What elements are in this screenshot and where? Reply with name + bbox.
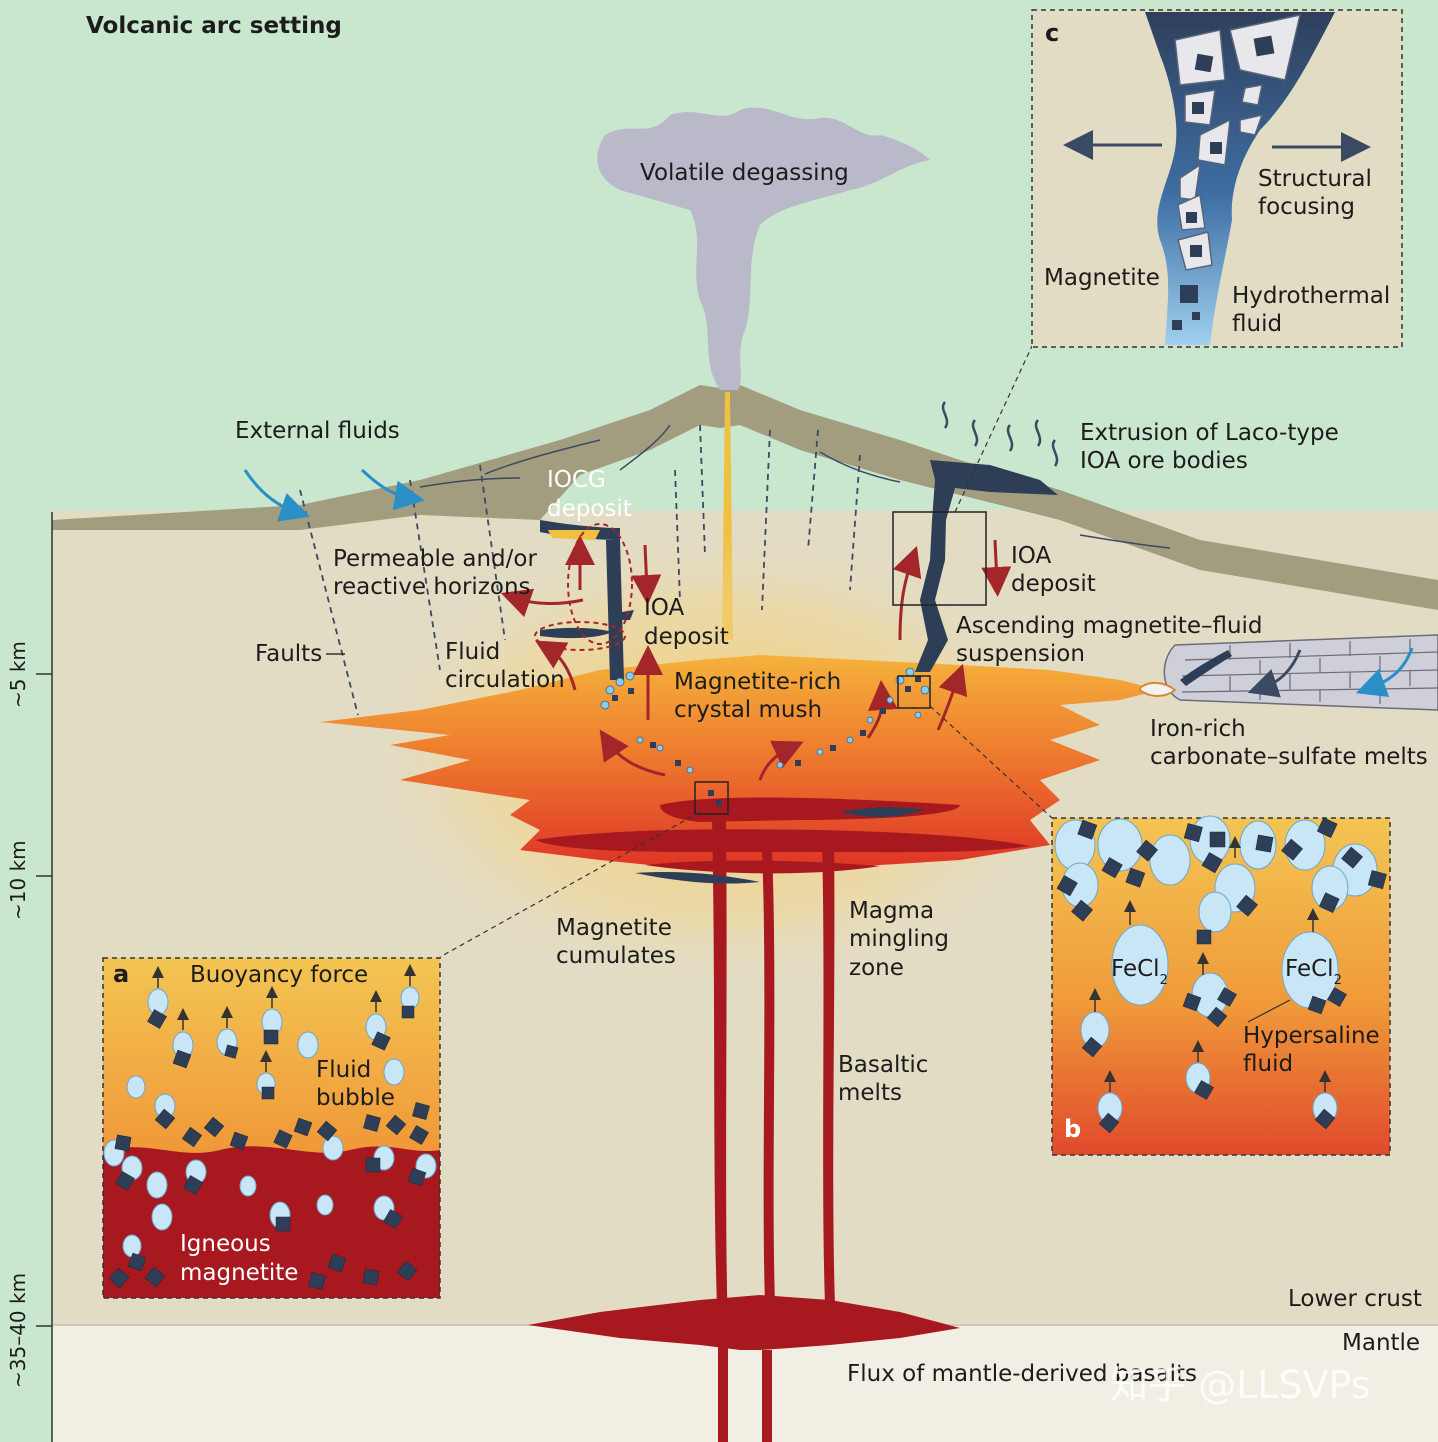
callout-c-marker	[892, 511, 987, 606]
depth-axis	[36, 512, 53, 1442]
faults	[299, 424, 861, 716]
extrusion-label-2: IOA ore bodies	[1080, 448, 1248, 474]
ioa-deposit-right-label-2: deposit	[1011, 571, 1096, 597]
crystal-mush-label-1: Magnetite-rich	[674, 669, 841, 695]
depth-35km-label: ~35–40 km	[6, 1273, 30, 1388]
igneous-magnetite-label-2: magnetite	[180, 1260, 298, 1286]
iron-rich-label-2: carbonate–sulfate melts	[1150, 744, 1428, 770]
ioa-dike-right	[915, 460, 1058, 672]
hydrothermal-fluid-label-2: fluid	[1232, 311, 1282, 337]
fluid-bubble-label-1: Fluid	[316, 1057, 371, 1083]
panel-c	[1031, 9, 1403, 348]
hydrothermal-fluid-label-1: Hydrothermal	[1232, 283, 1390, 309]
iocg-deposit-label: deposit	[547, 496, 632, 522]
magnetite-cumulate-2	[635, 872, 760, 884]
magnetite-cumulate-1	[840, 807, 925, 818]
fluid-bubble-label-2: bubble	[316, 1085, 395, 1111]
fecl2-label-right: FeCl2	[1285, 956, 1342, 988]
mingling-label-3: zone	[849, 955, 904, 981]
ascending-suspension-label-2: suspension	[956, 641, 1085, 667]
ioa-deposit-left-label-2: deposit	[644, 624, 729, 650]
ioa-dike-left	[606, 540, 624, 680]
flow-arrows	[500, 535, 1012, 781]
panel-b-letter: b	[1064, 1115, 1081, 1143]
panel-a	[102, 957, 441, 1299]
watermark: 知乎 @LLSVPs	[1110, 1363, 1371, 1407]
structural-focusing-label-2: focusing	[1258, 194, 1355, 220]
permeable-horizons-label-1: Permeable and/or	[333, 546, 537, 572]
permeable-horizons-label-2: reactive horizons	[333, 574, 531, 600]
depth-10km-label: ~10 km	[6, 840, 30, 920]
callout-a-marker	[694, 781, 729, 815]
magnetite-cumulates-label-2: cumulates	[556, 943, 676, 969]
mingling-label-1: Magma	[849, 898, 934, 924]
mingling-label-2: mingling	[849, 926, 949, 952]
magnetite-label: Magnetite	[1044, 265, 1160, 291]
panel-c-letter: c	[1045, 19, 1059, 47]
basaltic-melts-label-2: melts	[838, 1080, 902, 1106]
basaltic-dike-middle	[762, 850, 776, 1330]
structural-focusing-label-1: Structural	[1258, 166, 1372, 192]
ioa-deposit-right-label-1: IOA	[1011, 543, 1051, 569]
external-fluids-label: External fluids	[235, 418, 400, 444]
faults-label: Faults	[255, 641, 322, 667]
crystal-mush	[320, 655, 1160, 870]
extrusion-label-1: Extrusion of Laco-type	[1080, 420, 1339, 446]
mantle-magma-pool	[528, 1295, 960, 1350]
ioa-deposit-left-label-1: IOA	[644, 595, 684, 621]
fluid-circulation-label-2: circulation	[445, 667, 565, 693]
callout-b-marker	[897, 675, 931, 709]
flux-label: Flux of mantle-derived basalts	[847, 1361, 1197, 1387]
crystal-mush-label-2: crystal mush	[674, 697, 822, 723]
igneous-magnetite-label-1: Igneous	[180, 1231, 271, 1257]
lower-crust-label: Lower crust	[1288, 1286, 1422, 1312]
panel-b	[1051, 815, 1391, 1156]
panel-a-letter: a	[113, 960, 129, 988]
hypersaline-label-1: Hypersaline	[1243, 1023, 1380, 1049]
ascending-suspension-label-1: Ascending magnetite–fluid	[956, 613, 1263, 639]
volatile-degassing-label: Volatile degassing	[640, 160, 849, 186]
hypersaline-label-2: fluid	[1243, 1051, 1293, 1077]
iocg-label: IOCG	[547, 467, 606, 493]
fluid-circulation-label-1: Fluid	[445, 639, 500, 665]
basaltic-dike-left	[712, 820, 728, 1330]
iron-rich-label-1: Iron-rich	[1150, 716, 1246, 742]
basaltic-dike-right	[822, 840, 836, 1330]
volatile-plume	[597, 107, 930, 390]
depth-5km-label: ~5 km	[6, 641, 30, 708]
fecl2-label-left: FeCl2	[1111, 956, 1168, 988]
buoyancy-label: Buoyancy force	[190, 962, 368, 988]
mantle-label: Mantle	[1342, 1330, 1420, 1356]
basaltic-melts-label-1: Basaltic	[838, 1052, 928, 1078]
diagram-title: Volcanic arc setting	[86, 13, 342, 39]
magnetite-cumulates-label-1: Magnetite	[556, 915, 672, 941]
